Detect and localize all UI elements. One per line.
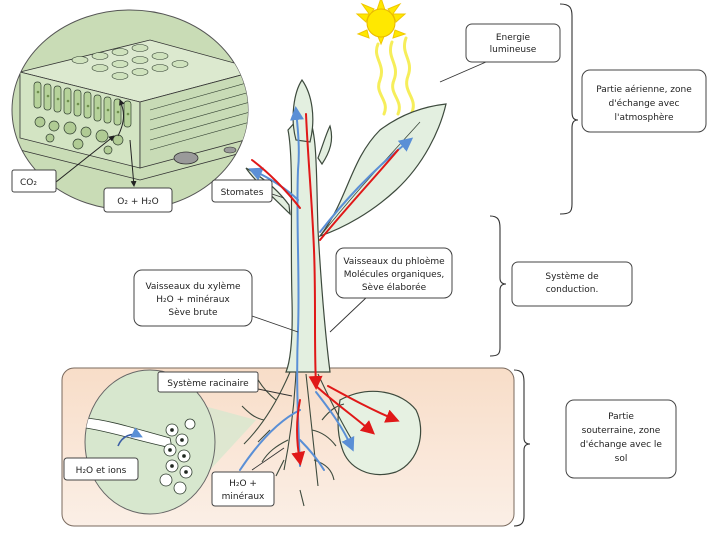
svg-text:H₂O +: H₂O + [229,479,257,489]
svg-text:Sève brute: Sève brute [168,307,218,318]
spongy-mesophyll [34,116,124,155]
brace-conduction [489,215,507,357]
svg-text:Sève élaborée: Sève élaborée [362,282,427,293]
svg-text:H₂O + minéraux: H₂O + minéraux [156,294,230,305]
svg-text:lumineuse: lumineuse [490,45,537,55]
svg-text:sol: sol [615,454,628,464]
light-rays [375,36,415,116]
label-xylem: Vaisseaux du xylème H₂O + minéraux Sève … [133,269,253,327]
svg-text:conduction.: conduction. [546,285,599,295]
phloem-flow [251,113,400,466]
brace-underground [513,369,531,527]
svg-text:Molécules organiques,: Molécules organiques, [344,269,445,280]
svg-text:d'échange avec le: d'échange avec le [580,439,662,450]
label-root-system: Système racinaire [157,371,259,393]
label-aerial-part: Partie aérienne, zone d'échange avec l'a… [581,69,707,133]
svg-text:Système de: Système de [545,271,599,282]
right-bud [317,124,333,166]
svg-text:Vaisseaux du phloème: Vaisseaux du phloème [343,256,445,267]
svg-text:H₂O et ions: H₂O et ions [76,466,127,476]
label-h2o-ions: H₂O et ions [63,457,139,481]
svg-text:d'échange avec: d'échange avec [608,98,679,109]
svg-text:Vaisseaux du xylème: Vaisseaux du xylème [145,281,241,292]
sun-icon [355,0,407,46]
svg-text:Partie: Partie [608,412,634,422]
svg-text:l'atmosphère: l'atmosphère [615,112,674,123]
label-underground-part: Partie souterraine, zone d'échange avec … [565,399,677,479]
label-stomates: Stomates [211,179,273,203]
label-co2: CO₂ [11,169,57,193]
svg-text:O₂ + H₂O: O₂ + H₂O [117,197,158,207]
tuber [337,390,422,476]
label-o2-h2o: O₂ + H₂O [103,187,173,213]
label-conduction-system: Système de conduction. [511,261,633,307]
svg-text:Partie aérienne, zone: Partie aérienne, zone [596,84,692,95]
svg-text:Système racinaire: Système racinaire [167,378,249,389]
svg-text:CO₂: CO₂ [20,178,37,188]
stomata-pore [173,151,199,165]
label-h2o-minerals: H₂O + minéraux [211,471,275,507]
label-phloem: Vaisseaux du phloème Molécules organique… [335,247,453,299]
svg-text:Energie: Energie [496,33,531,43]
svg-text:minéraux: minéraux [222,491,265,502]
label-energy: Energie lumineuse [465,23,561,63]
gas-exchange-arrows [55,99,137,187]
svg-text:souterraine, zone: souterraine, zone [582,426,661,436]
svg-text:Stomates: Stomates [221,188,264,198]
chloroplasts [36,90,130,116]
leaf-cross-section [11,9,249,211]
brace-aerial [559,3,579,215]
xylem-flow [239,106,414,471]
